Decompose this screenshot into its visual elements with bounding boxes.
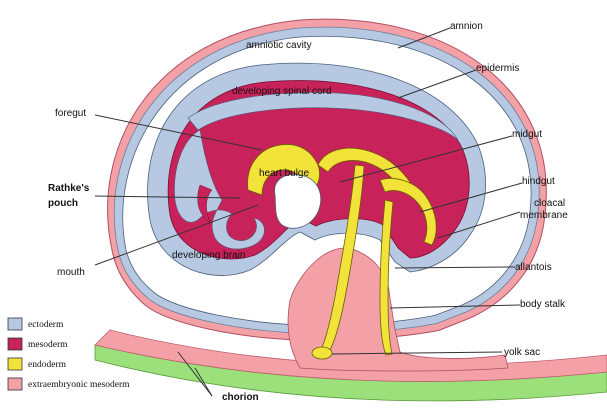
label-rathkes-pouch-line1: Rathke's — [48, 183, 90, 194]
leader-epidermis — [397, 69, 477, 99]
label-developing-spinal-cord: developing spinal cord — [232, 86, 332, 97]
legend: ectoderm mesoderm endoderm extraembryoni… — [7, 317, 130, 391]
spinal-cord — [187, 92, 459, 141]
label-allantois: allantois — [515, 262, 552, 273]
leader-foregut — [94, 114, 263, 151]
label-amniotic-cavity: amniotic cavity — [246, 40, 312, 51]
label-cloacal-membrane-line1: cloacal — [534, 198, 565, 209]
allantois-duct — [379, 199, 394, 356]
developing-brain — [174, 129, 265, 250]
yolk-sac — [311, 346, 333, 360]
legend-swatch-ectoderm — [7, 317, 23, 331]
leader-chorion-1 — [177, 351, 213, 397]
legend-swatch-mesoderm — [7, 337, 23, 351]
label-foregut: foregut — [55, 108, 86, 119]
label-amnion: amnion — [450, 21, 483, 32]
gut-tube — [247, 144, 437, 360]
legend-label-extraembryonic-mesoderm: extraembryonic mesoderm — [28, 380, 130, 390]
label-hindgut: hindgut — [522, 176, 555, 187]
label-developing-brain: developing brain — [172, 250, 245, 261]
leader-yolk-sac — [331, 351, 503, 355]
label-chorion: chorion — [222, 392, 259, 403]
leader-lines — [94, 27, 523, 397]
label-yolk-sac: yolk sac — [504, 347, 540, 358]
label-midgut: midgut — [512, 129, 542, 140]
leader-allantois — [394, 266, 516, 269]
leader-chorion-2 — [194, 367, 213, 397]
heart-bulge — [274, 173, 322, 229]
label-epidermis: epidermis — [476, 63, 519, 74]
legend-label-endoderm: endoderm — [28, 360, 67, 370]
legend-swatch-endoderm — [7, 357, 23, 371]
leader-midgut — [339, 135, 513, 183]
foregut-loop — [247, 144, 320, 196]
labels: amnion amniotic cavity epidermis develop… — [48, 21, 568, 403]
leader-mouth — [94, 204, 259, 266]
label-body-stalk: body stalk — [520, 299, 566, 310]
label-heart-bulge: heart bulge — [259, 168, 309, 179]
leader-body-stalk — [389, 304, 521, 309]
legend-label-ectoderm: ectoderm — [28, 320, 64, 330]
hindgut-loop — [379, 178, 437, 246]
legend-label-mesoderm: mesoderm — [28, 340, 68, 350]
label-rathkes-pouch-line2: pouch — [48, 198, 78, 209]
legend-swatch-extraembryonic-mesoderm — [7, 377, 23, 391]
leader-cloacal-membrane — [437, 211, 521, 239]
label-mouth: mouth — [57, 267, 85, 278]
leader-hindgut — [419, 182, 523, 213]
leader-amnion — [397, 27, 451, 49]
label-cloacal-membrane-line2: membrane — [520, 210, 568, 221]
brain-fold — [197, 184, 213, 223]
leader-rathkes-pouch — [94, 195, 241, 199]
